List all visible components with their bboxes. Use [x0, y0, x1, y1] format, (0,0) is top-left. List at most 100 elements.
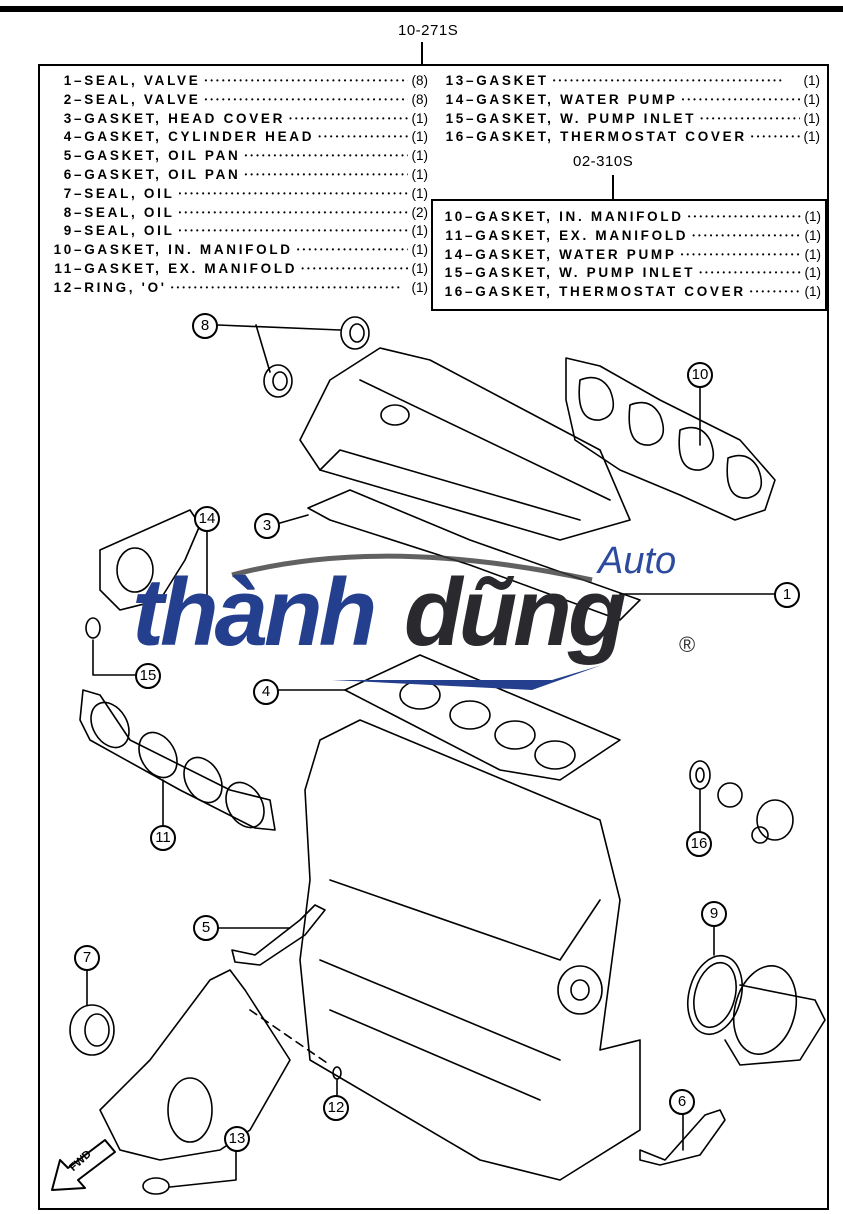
dash: – — [465, 284, 476, 300]
callout-10: 10 — [687, 362, 713, 388]
part-name: GASKET, IN. MANIFOLD — [84, 242, 293, 258]
part-name: SEAL, OIL — [84, 185, 175, 201]
part-qty: (8) — [411, 73, 429, 88]
callout-12: 12 — [323, 1095, 349, 1121]
dash: – — [466, 73, 477, 88]
sub-kit-box: 10–GASKET, IN. MANIFOLD(1) 11–GASKET, EX… — [431, 199, 827, 311]
part-number: 1 — [63, 73, 74, 88]
part-number: 4 — [63, 129, 74, 145]
head-cover-gasket-icon — [307, 489, 641, 621]
oil-seal-9-icon — [687, 926, 826, 1066]
part-row: 3–GASKET, HEAD COVER(1) — [46, 110, 428, 129]
part-name: GASKET, THERMOSTAT COVER — [476, 129, 747, 145]
part-row: 11–GASKET, EX. MANIFOLD(1) — [46, 260, 428, 279]
part-number: 10 — [53, 242, 74, 258]
part-number: 13 — [445, 73, 466, 88]
dash: – — [466, 110, 477, 126]
part-number: 9 — [63, 223, 74, 239]
part-number: 16 — [444, 284, 465, 300]
part-qty: (1) — [411, 242, 429, 258]
part-row: 11–GASKET, EX. MANIFOLD(1) — [439, 227, 821, 246]
callout-3: 3 — [254, 513, 280, 539]
head-cover-icon — [299, 347, 631, 541]
part-number: 16 — [445, 129, 466, 145]
oil-pan-gasket-6-icon — [639, 1109, 726, 1166]
part-qty: (1) — [411, 148, 429, 164]
part-qty: (1) — [804, 209, 822, 224]
part-name: GASKET, WATER PUMP — [475, 246, 677, 262]
part-row: 12–RING, 'O' (1) — [46, 279, 428, 298]
callout-11: 11 — [150, 825, 176, 851]
part-name: GASKET — [476, 73, 549, 88]
part-number: 12 — [53, 279, 74, 295]
oil-seal-7-icon — [69, 970, 115, 1056]
part-number: 14 — [445, 91, 466, 107]
part-qty: (1) — [411, 185, 429, 201]
callout-14: 14 — [194, 506, 220, 532]
part-qty: (1) — [411, 110, 429, 126]
sub-kit-leader — [612, 175, 614, 199]
part-qty: (1) — [804, 227, 822, 243]
part-number: 6 — [63, 166, 74, 182]
part-name: GASKET, EX. MANIFOLD — [84, 260, 298, 276]
gasket-13-icon — [142, 1177, 170, 1195]
parts-list-right: 13–GASKET(1) 14–GASKET, WATER PUMP(1) 15… — [440, 72, 820, 147]
dash: – — [74, 223, 85, 239]
part-row: 7–SEAL, OIL(1) — [46, 185, 428, 204]
part-row: 15–GASKET, W. PUMP INLET (1) — [440, 110, 820, 129]
part-name: RING, 'O' — [84, 279, 167, 295]
part-row: 14–GASKET, WATER PUMP(1) — [439, 246, 821, 265]
oil-pan-gasket-5-icon — [231, 904, 326, 966]
dash: – — [74, 204, 85, 220]
parts-list-left: 1–SEAL, VALVE(8) 2–SEAL, VALVE(8) 3–GASK… — [46, 72, 428, 298]
part-qty: (1) — [803, 91, 821, 107]
part-qty: (1) — [803, 73, 821, 88]
callout-16: 16 — [686, 831, 712, 857]
part-qty: (1) — [411, 223, 429, 239]
callout-13: 13 — [224, 1126, 250, 1152]
part-name: GASKET, OIL PAN — [84, 166, 241, 182]
callout-8: 8 — [192, 313, 218, 339]
part-qty: (1) — [803, 110, 821, 126]
o-ring-icon — [332, 1066, 342, 1080]
part-name: GASKET, THERMOSTAT COVER — [475, 284, 746, 300]
part-row: 16–GASKET, THERMOSTAT COVER (1) — [439, 283, 821, 302]
oil-seal-8-icon — [217, 316, 370, 398]
part-row: 15–GASKET, W. PUMP INLET(1) — [439, 264, 821, 283]
dash: – — [465, 209, 476, 224]
part-number: 8 — [63, 204, 74, 220]
kit-code-leader — [421, 42, 423, 64]
top-rule — [0, 6, 843, 12]
engine-block-icon — [299, 719, 641, 1181]
part-row: 5–GASKET, OIL PAN(1) — [46, 147, 428, 166]
cylinder-head-gasket-icon — [278, 654, 621, 781]
front-cover-icon — [99, 969, 331, 1161]
part-row: 16–GASKET, THERMOSTAT COVER(1) — [440, 128, 820, 147]
kit-code-main: 10-271S — [398, 22, 459, 39]
part-name: GASKET, IN. MANIFOLD — [475, 209, 684, 224]
part-row: 2–SEAL, VALVE(8) — [46, 91, 428, 110]
part-row: 10–GASKET, IN. MANIFOLD(1) — [439, 208, 821, 227]
part-name: SEAL, VALVE — [84, 91, 201, 107]
part-name: SEAL, OIL — [84, 223, 175, 239]
part-qty: (8) — [411, 91, 429, 107]
part-name: SEAL, VALVE — [84, 73, 201, 88]
part-number: 15 — [445, 110, 466, 126]
dash: – — [74, 242, 85, 258]
part-row: 10–GASKET, IN. MANIFOLD (1) — [46, 241, 428, 260]
callout-4: 4 — [253, 679, 279, 705]
callout-1: 1 — [774, 582, 800, 608]
dash: – — [74, 260, 85, 276]
dash: – — [465, 246, 476, 262]
dash: – — [74, 110, 85, 126]
part-name: GASKET, W. PUMP INLET — [476, 110, 697, 126]
dash: – — [74, 166, 85, 182]
part-qty: (1) — [411, 279, 429, 295]
dash: – — [74, 279, 85, 295]
part-name: GASKET, EX. MANIFOLD — [475, 227, 689, 243]
part-number: 14 — [444, 246, 465, 262]
dash: – — [74, 91, 85, 107]
callout-9: 9 — [701, 901, 727, 927]
part-qty: (1) — [804, 284, 822, 300]
part-name: GASKET, HEAD COVER — [84, 110, 286, 126]
